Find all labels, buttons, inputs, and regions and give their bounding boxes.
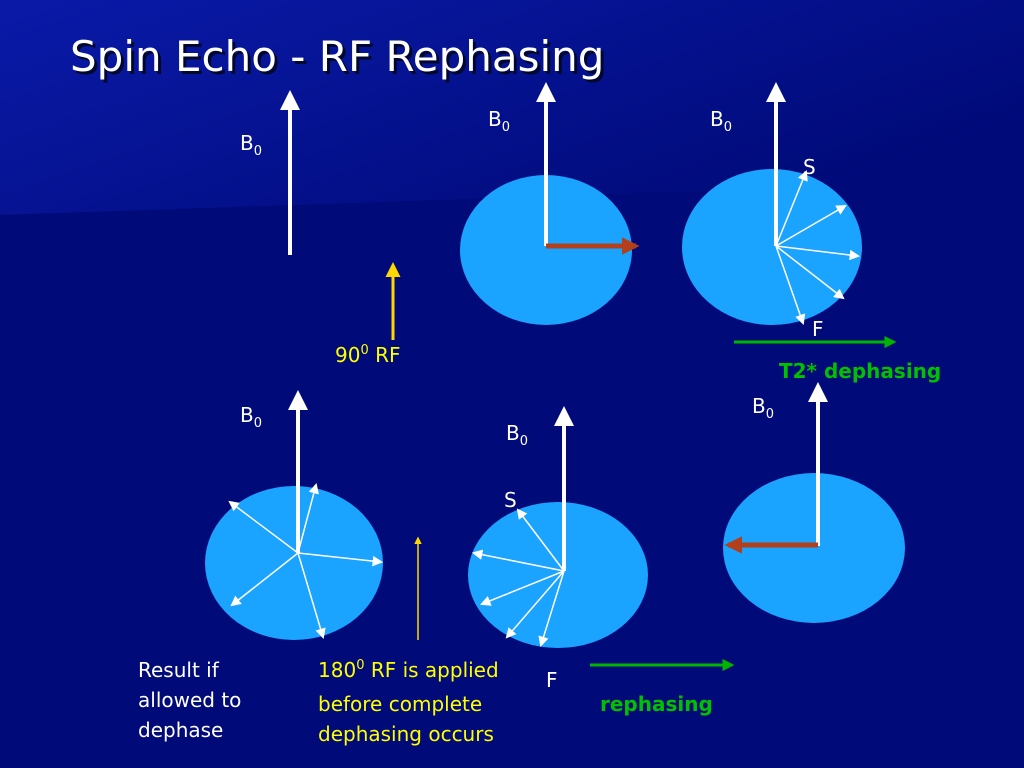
b0-label-text: B (488, 107, 502, 131)
rf90-suffix: RF (368, 343, 401, 367)
rf180-number: 180 (318, 658, 357, 682)
b0-label-subscript: 0 (253, 144, 263, 159)
b0-label-text: B (710, 107, 724, 131)
background-band (0, 0, 1024, 215)
rf180-note-line-2: before complete (318, 692, 483, 716)
spin-vectors-1 (775, 170, 861, 325)
b0-label-3: B0 (710, 107, 732, 134)
spin-disk-3 (205, 486, 383, 640)
b0-label-1: B0 (240, 131, 262, 158)
rf90-label: 900 RF (335, 343, 401, 367)
rf90-number: 90 (335, 343, 361, 367)
spin-vectors-3 (471, 508, 565, 648)
rf180-line1-rest: RF is applied (364, 658, 499, 682)
rf90-superscript: 0 (360, 343, 369, 358)
b0-label-text: B (240, 403, 254, 427)
dephase-note-line-1: Result if (138, 658, 219, 682)
dephase-note: Result if allowed to dephase (138, 655, 241, 745)
slow-spin-label-2: S (504, 488, 517, 512)
b0-label-4: B0 (240, 403, 262, 430)
b0-label-subscript: 0 (253, 416, 263, 431)
spin-disk-4 (468, 502, 648, 648)
b0-label-6: B0 (752, 394, 774, 421)
slow-spin-label-1: S (803, 155, 816, 179)
rf180-note: 1800 RF is applied before complete depha… (318, 655, 499, 749)
b0-label-text: B (752, 394, 766, 418)
t2-dephasing-label: T2* dephasing (779, 359, 942, 383)
b0-label-subscript: 0 (519, 434, 529, 449)
b0-label-text: B (240, 131, 254, 155)
spin-disk-2 (682, 169, 862, 325)
spin-vectors-2 (228, 482, 384, 640)
rf180-superscript: 0 (356, 658, 365, 673)
dephase-note-line-2: allowed to (138, 688, 242, 712)
b0-label-text: B (506, 421, 520, 445)
b0-label-subscript: 0 (723, 120, 733, 135)
rf180-note-line-1: 1800 RF is applied (318, 655, 499, 689)
b0-label-5: B0 (506, 421, 528, 448)
spin-disk-5 (723, 473, 905, 623)
fast-spin-label-1: F (812, 317, 824, 341)
fast-spin-label-2: F (546, 668, 558, 692)
b0-label-subscript: 0 (765, 407, 775, 422)
rephasing-label: rephasing (600, 692, 713, 716)
slide-title: Spin Echo - RF Rephasing (70, 32, 605, 81)
b0-label-2: B0 (488, 107, 510, 134)
b0-label-subscript: 0 (501, 120, 511, 135)
rf180-note-line-3: dephasing occurs (318, 722, 494, 746)
dephase-note-line-3: dephase (138, 718, 224, 742)
spin-disk-1 (460, 175, 632, 325)
